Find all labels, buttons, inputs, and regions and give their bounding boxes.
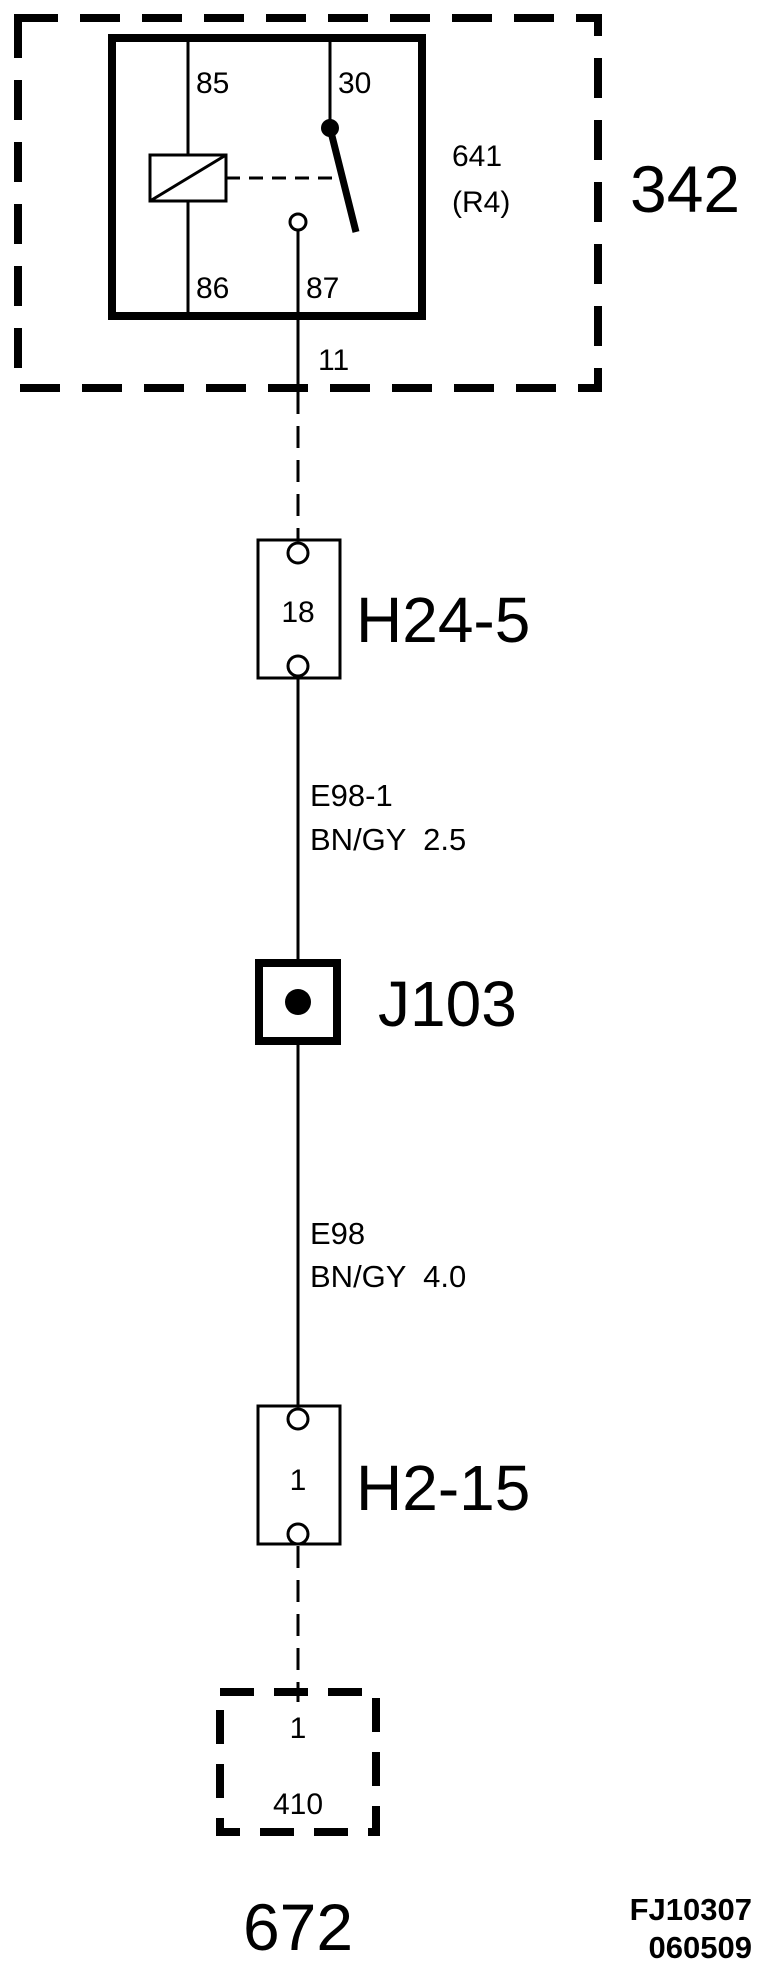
relay-component-id: 641 [452, 140, 502, 173]
terminal-11-label: 11 [318, 344, 349, 377]
connector-h24-5-top-pin [286, 541, 310, 565]
wire-e98-spec: BN/GY 4.0 [310, 1259, 466, 1294]
junction-j103-label: J103 [378, 968, 517, 1040]
ground-410-label: 410 [273, 1788, 323, 1821]
relay-pin-85-label: 85 [196, 67, 229, 100]
relay-switch-arm [326, 127, 360, 233]
relay-pin-30-label: 30 [338, 67, 371, 100]
relay-coil-symbol [148, 153, 228, 203]
relay-pin87-contact [288, 212, 308, 232]
drawing-code-line1: FJ10307 [630, 1892, 752, 1927]
junction-j103-dot [285, 989, 311, 1015]
ground-pin-label: 1 [290, 1712, 307, 1745]
relay-pin-86-label: 86 [196, 272, 229, 305]
connector-h24-5-label: H24-5 [356, 584, 530, 656]
relay-pin-87-label: 87 [306, 272, 339, 305]
wire-e98-1-spec: BN/GY 2.5 [310, 822, 466, 857]
relay-component-ref: (R4) [452, 186, 510, 219]
enclosure-342-dashed-box [14, 14, 602, 392]
drawing-code-line2: 060509 [649, 1930, 752, 1965]
connector-h2-15-top-pin [286, 1407, 310, 1431]
relay-box [108, 34, 426, 320]
connector-h24-5-pin-label: 18 [281, 596, 314, 629]
connector-h2-15-pin-label: 1 [290, 1464, 307, 1497]
wire-e98-id: E98 [310, 1216, 365, 1251]
connector-h2-15-bottom-pin [286, 1522, 310, 1546]
connector-h2-15-label: H2-15 [356, 1452, 530, 1524]
component-672-label: 672 [243, 1890, 353, 1964]
connector-h24-5-bottom-pin [286, 654, 310, 678]
wire-e98-1-id: E98-1 [310, 778, 393, 813]
enclosure-342-label: 342 [630, 152, 740, 226]
